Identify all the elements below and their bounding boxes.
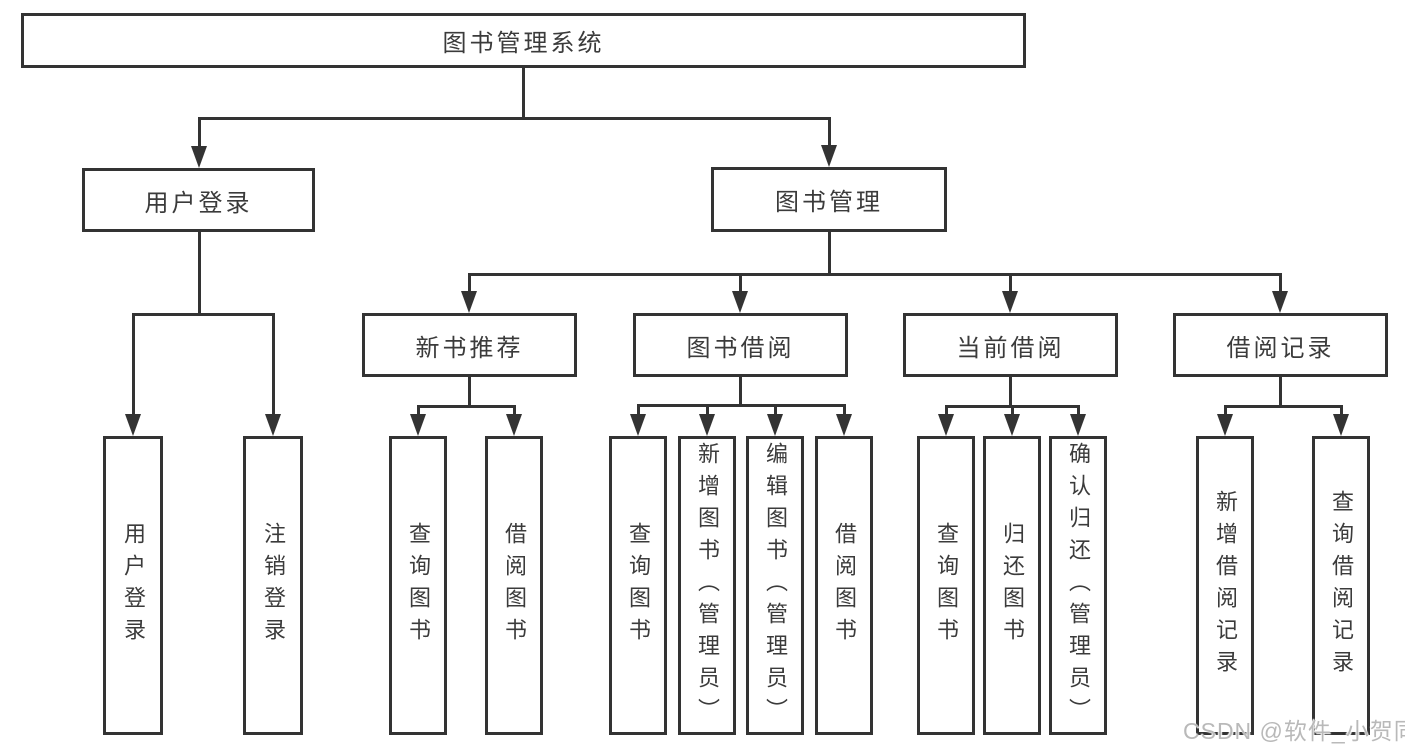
arrow-down-icon [732, 291, 748, 313]
watermark: CSDN @软件_小贺同学 [1183, 718, 1405, 744]
leaf-query-borrow-record: 查询借阅记录 [1312, 436, 1370, 735]
connector-line [132, 313, 275, 316]
node-book-management: 图书管理 [711, 167, 947, 232]
leaf-label: 查询图书 [934, 521, 959, 650]
leaf-label: 查询图书 [626, 521, 651, 650]
arrow-down-icon [630, 414, 646, 436]
node-label: 图书管理系统 [442, 30, 605, 57]
connector-line [468, 273, 471, 294]
connector-line [198, 232, 201, 313]
leaf-label: 新增图书（管理员） [695, 441, 720, 730]
connector-line [1340, 405, 1343, 417]
leaf-label: 借阅图书 [502, 521, 527, 650]
arrow-down-icon [1070, 414, 1086, 436]
arrow-down-icon [265, 414, 281, 436]
leaf-label: 归还图书 [1000, 521, 1025, 650]
node-label: 新书推荐 [415, 334, 524, 362]
connector-line [828, 232, 831, 273]
leaf-label: 查询借阅记录 [1329, 489, 1354, 682]
node-borrowing-records: 借阅记录 [1173, 313, 1388, 377]
node-label: 图书管理 [775, 189, 883, 216]
leaf-borrow-books-borrowing: 借阅图书 [815, 436, 873, 735]
arrow-down-icon [125, 414, 141, 436]
connector-line [417, 405, 420, 417]
leaf-label: 注销登录 [261, 521, 286, 650]
node-new-book-recommendation: 新书推荐 [362, 313, 577, 377]
node-label: 当前借阅 [956, 334, 1065, 362]
connector-line [1279, 377, 1282, 405]
connector-line [132, 313, 135, 415]
arrow-down-icon [1272, 291, 1288, 313]
connector-line [706, 404, 709, 417]
leaf-add-books-admin: 新增图书（管理员） [678, 436, 736, 735]
node-label: 图书借阅 [686, 334, 795, 362]
connector-line [1009, 273, 1012, 294]
leaf-return-books: 归还图书 [983, 436, 1041, 735]
connector-line [272, 313, 275, 415]
node-current-borrowing: 当前借阅 [903, 313, 1118, 377]
leaf-label: 用户登录 [121, 521, 146, 650]
arrow-down-icon [836, 414, 852, 436]
leaf-add-borrow-record: 新增借阅记录 [1196, 436, 1254, 735]
connector-line [198, 117, 201, 147]
arrow-down-icon [461, 291, 477, 313]
connector-line [828, 117, 831, 147]
connector-line [198, 117, 831, 120]
arrow-down-icon [1333, 414, 1349, 436]
leaf-label: 查询图书 [406, 521, 431, 650]
connector-line [843, 404, 846, 417]
connector-line [739, 377, 742, 405]
node-label: 借阅记录 [1226, 334, 1335, 362]
connector-line [1009, 377, 1012, 405]
leaf-user-login: 用户登录 [103, 436, 163, 735]
connector-line [1224, 405, 1343, 408]
arrow-down-icon [1002, 291, 1018, 313]
connector-line [739, 273, 742, 294]
connector-line [522, 68, 525, 117]
arrow-down-icon [821, 145, 837, 167]
connector-line [417, 405, 516, 408]
connector-line [637, 404, 846, 407]
connector-line [945, 405, 948, 417]
leaf-confirm-return-admin: 确认归还（管理员） [1049, 436, 1107, 735]
arrow-down-icon [767, 414, 783, 436]
arrow-down-icon [191, 146, 207, 168]
leaf-logout: 注销登录 [243, 436, 303, 735]
leaf-edit-books-admin: 编辑图书（管理员） [746, 436, 804, 735]
leaf-query-books-recommend: 查询图书 [389, 436, 447, 735]
arrow-down-icon [1217, 414, 1233, 436]
connector-line [468, 273, 1282, 276]
node-book-borrowing: 图书借阅 [633, 313, 848, 377]
connector-line [1224, 405, 1227, 417]
arrow-down-icon [1004, 414, 1020, 436]
node-library-management-system: 图书管理系统 [21, 13, 1026, 68]
leaf-query-books-borrowing: 查询图书 [609, 436, 667, 735]
node-label: 用户登录 [144, 189, 253, 217]
connector-line [1279, 273, 1282, 294]
connector-line [468, 377, 471, 405]
leaf-label: 确认归还（管理员） [1066, 441, 1091, 730]
node-user-login: 用户登录 [82, 168, 315, 232]
leaf-label: 新增借阅记录 [1213, 489, 1238, 682]
arrow-down-icon [410, 414, 426, 436]
connector-line [513, 405, 516, 417]
arrow-down-icon [938, 414, 954, 436]
connector-line [637, 404, 640, 417]
leaf-borrow-books-recommend: 借阅图书 [485, 436, 543, 735]
arrow-down-icon [699, 414, 715, 436]
leaf-label: 编辑图书（管理员） [763, 441, 788, 730]
leaf-label: 借阅图书 [832, 521, 857, 650]
connector-line [774, 404, 777, 417]
arrow-down-icon [506, 414, 522, 436]
connector-line [1077, 405, 1080, 417]
connector-line [1011, 405, 1014, 417]
leaf-query-books-current: 查询图书 [917, 436, 975, 735]
